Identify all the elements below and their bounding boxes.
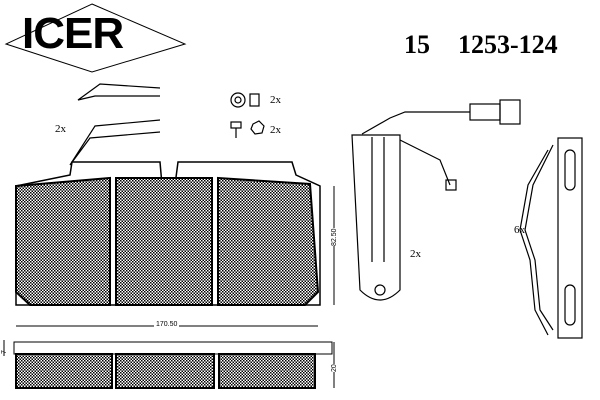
side-backplate [13,341,333,355]
height-dimension: 82.50 [331,228,338,246]
spring-quantity: 6x [514,224,525,236]
part-number: 1253-124 [458,30,558,59]
brand-logo: ICER [22,9,124,58]
total-thickness-dimension: 20 [331,364,338,372]
part-prefix: 15 [404,30,430,59]
wear-sensor-drawing [351,99,521,301]
pad-friction [15,176,320,306]
spring-drawing [519,137,583,339]
bolt-quantity: 2x [270,124,281,136]
nut-quantity: 2x [270,94,281,106]
spring-clip-quantity: 2x [55,123,66,135]
width-dimension: 170.50 [154,321,180,328]
backplate-thickness-dimension: 7 [1,350,8,354]
side-friction [15,353,113,389]
spring-clip-drawing [69,83,161,166]
sensor-quantity: 2x [410,248,421,260]
logo-diamond [4,3,187,73]
nut-bolt-drawing [230,92,265,138]
